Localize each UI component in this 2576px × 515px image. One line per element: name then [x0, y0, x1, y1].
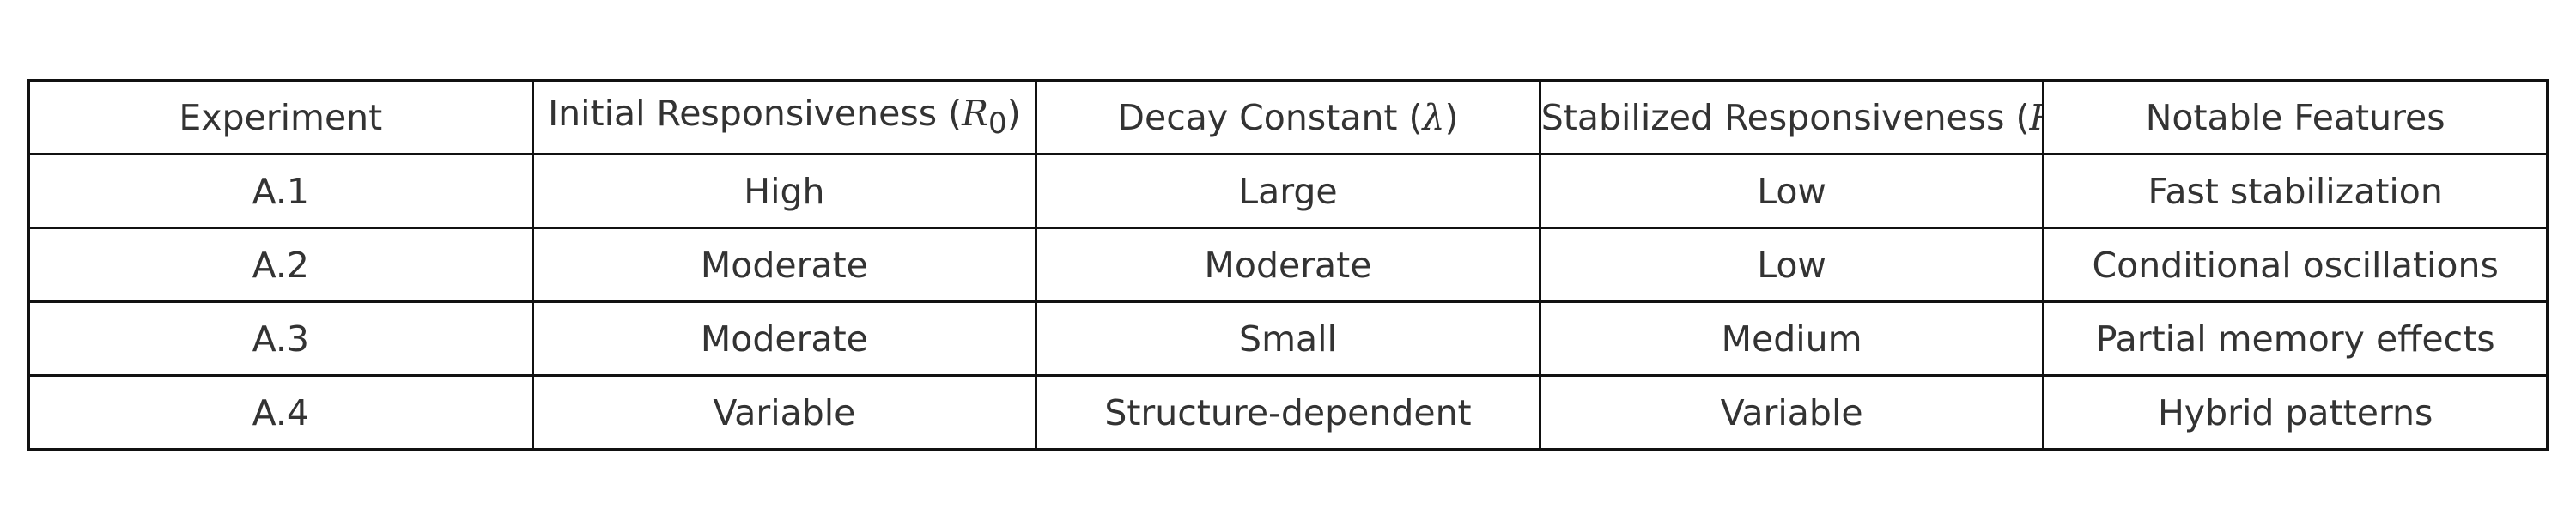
header-initial-responsiveness-subscript: 0	[987, 106, 1007, 142]
header-stabilized-responsiveness: Stabilized Responsiveness (R	[1538, 79, 2045, 155]
cell-decay-constant: Structure-dependent	[1035, 374, 1541, 451]
cell-notable-features: Fast stabilization	[2042, 153, 2549, 229]
header-experiment-text: Experiment	[179, 96, 383, 138]
table-row: A.2 Moderate Moderate Low Conditional os…	[27, 227, 2549, 303]
table-row: A.3 Moderate Small Medium Partial memory…	[27, 300, 2549, 377]
cell-initial-responsiveness: Moderate	[531, 300, 1038, 377]
cell-decay-constant: Large	[1035, 153, 1541, 229]
cell-initial-responsiveness: Moderate	[531, 227, 1038, 303]
header-initial-responsiveness-symbol: R	[962, 93, 988, 135]
results-table-container: Experiment Initial Responsiveness (R0) D…	[27, 79, 2549, 451]
table-header: Experiment Initial Responsiveness (R0) D…	[27, 79, 2549, 155]
header-initial-responsiveness-text: Initial Responsiveness (	[548, 93, 963, 135]
header-decay-constant-text: Decay Constant (	[1117, 96, 1423, 138]
cell-notable-features: Conditional oscillations	[2042, 227, 2549, 303]
header-initial-responsiveness: Initial Responsiveness (R0)	[531, 79, 1038, 155]
table-row: A.4 Variable Structure-dependent Variabl…	[27, 374, 2549, 451]
cell-initial-responsiveness: Variable	[531, 374, 1038, 451]
cell-stabilized-responsiveness: Medium	[1538, 300, 2045, 377]
cell-notable-features: Partial memory effects	[2042, 300, 2549, 377]
header-decay-constant-symbol: λ	[1422, 96, 1445, 138]
table-body: A.1 High Large Low Fast stabilization A.…	[27, 153, 2549, 451]
cell-stabilized-responsiveness: Low	[1538, 227, 2045, 303]
header-stabilized-responsiveness-text: Stabilized Responsiveness (	[1540, 96, 2030, 138]
header-initial-responsiveness-close: )	[1006, 93, 1021, 135]
cell-stabilized-responsiveness: Variable	[1538, 374, 2045, 451]
header-notable-features-text: Notable Features	[2145, 96, 2445, 138]
cell-experiment: A.1	[27, 153, 534, 229]
cell-decay-constant: Small	[1035, 300, 1541, 377]
header-notable-features: Notable Features	[2042, 79, 2549, 155]
cell-notable-features: Hybrid patterns	[2042, 374, 2549, 451]
cell-initial-responsiveness: High	[531, 153, 1038, 229]
cell-experiment: A.3	[27, 300, 534, 377]
header-row: Experiment Initial Responsiveness (R0) D…	[27, 79, 2549, 155]
header-stabilized-responsiveness-symbol: R	[2030, 97, 2041, 138]
header-experiment: Experiment	[27, 79, 534, 155]
table-row: A.1 High Large Low Fast stabilization	[27, 153, 2549, 229]
cell-stabilized-responsiveness: Low	[1538, 153, 2045, 229]
cell-experiment: A.2	[27, 227, 534, 303]
results-table: Experiment Initial Responsiveness (R0) D…	[27, 79, 2549, 451]
cell-decay-constant: Moderate	[1035, 227, 1541, 303]
header-decay-constant-close: )	[1444, 96, 1459, 138]
cell-experiment: A.4	[27, 374, 534, 451]
header-decay-constant: Decay Constant (λ)	[1035, 79, 1541, 155]
